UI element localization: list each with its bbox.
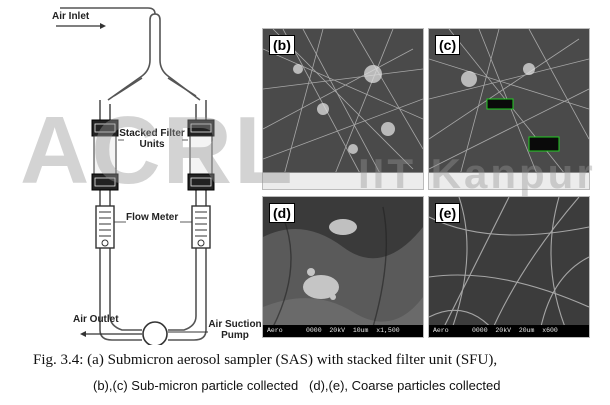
panel-label-b: (b) (269, 35, 295, 55)
sem-image-c: (c) (428, 28, 590, 190)
air-inlet-label: Air Inlet (52, 11, 90, 22)
sem-b-texture (263, 29, 423, 189)
left-filter-unit (91, 119, 119, 191)
sem-c-texture (429, 29, 589, 189)
inlet-arrow-head (100, 23, 106, 29)
sem-image-e: (e) Aero 0000 20kV 20um x600 (428, 196, 590, 338)
air-suction-pump-label: Air Suction Pump (208, 319, 262, 341)
sem-c-info-bar (429, 172, 589, 189)
schematic-drawing (56, 7, 215, 345)
sem-d-info-bar: Aero 0000 20kV 10um x1,500 (263, 325, 423, 337)
panel-label-e: (e) (435, 203, 461, 223)
left-flow-meter (95, 205, 115, 249)
panel-label-c: (c) (435, 35, 461, 55)
right-flow-meter (191, 205, 211, 249)
outlet-arrow-head (80, 331, 86, 337)
sampler-schematic: Air Inlet Stacked Filter Units Flow Mete… (0, 0, 262, 345)
figure-caption-line-2: (b),(c) Sub-micron particle collected (d… (93, 378, 501, 393)
right-filter-unit (187, 119, 215, 191)
panel-label-d: (d) (269, 203, 295, 223)
figure-caption-line-1: Fig. 3.4: (a) Submicron aerosol sampler … (33, 352, 498, 368)
pump-circle (142, 321, 168, 345)
flow-meter-label: Flow Meter (126, 212, 179, 223)
sem-e-info-bar: Aero 0000 20kV 20um x600 (429, 325, 589, 337)
stacked-filter-units-label: Stacked Filter Units (119, 128, 185, 150)
figure: Air Inlet Stacked Filter Units Flow Mete… (0, 0, 593, 345)
sem-image-d: (d) Aero 0000 20kV 10um x1,500 (262, 196, 424, 338)
sem-image-b: (b) (262, 28, 424, 190)
sem-b-info-bar (263, 172, 423, 189)
air-outlet-label: Air Outlet (73, 314, 119, 325)
